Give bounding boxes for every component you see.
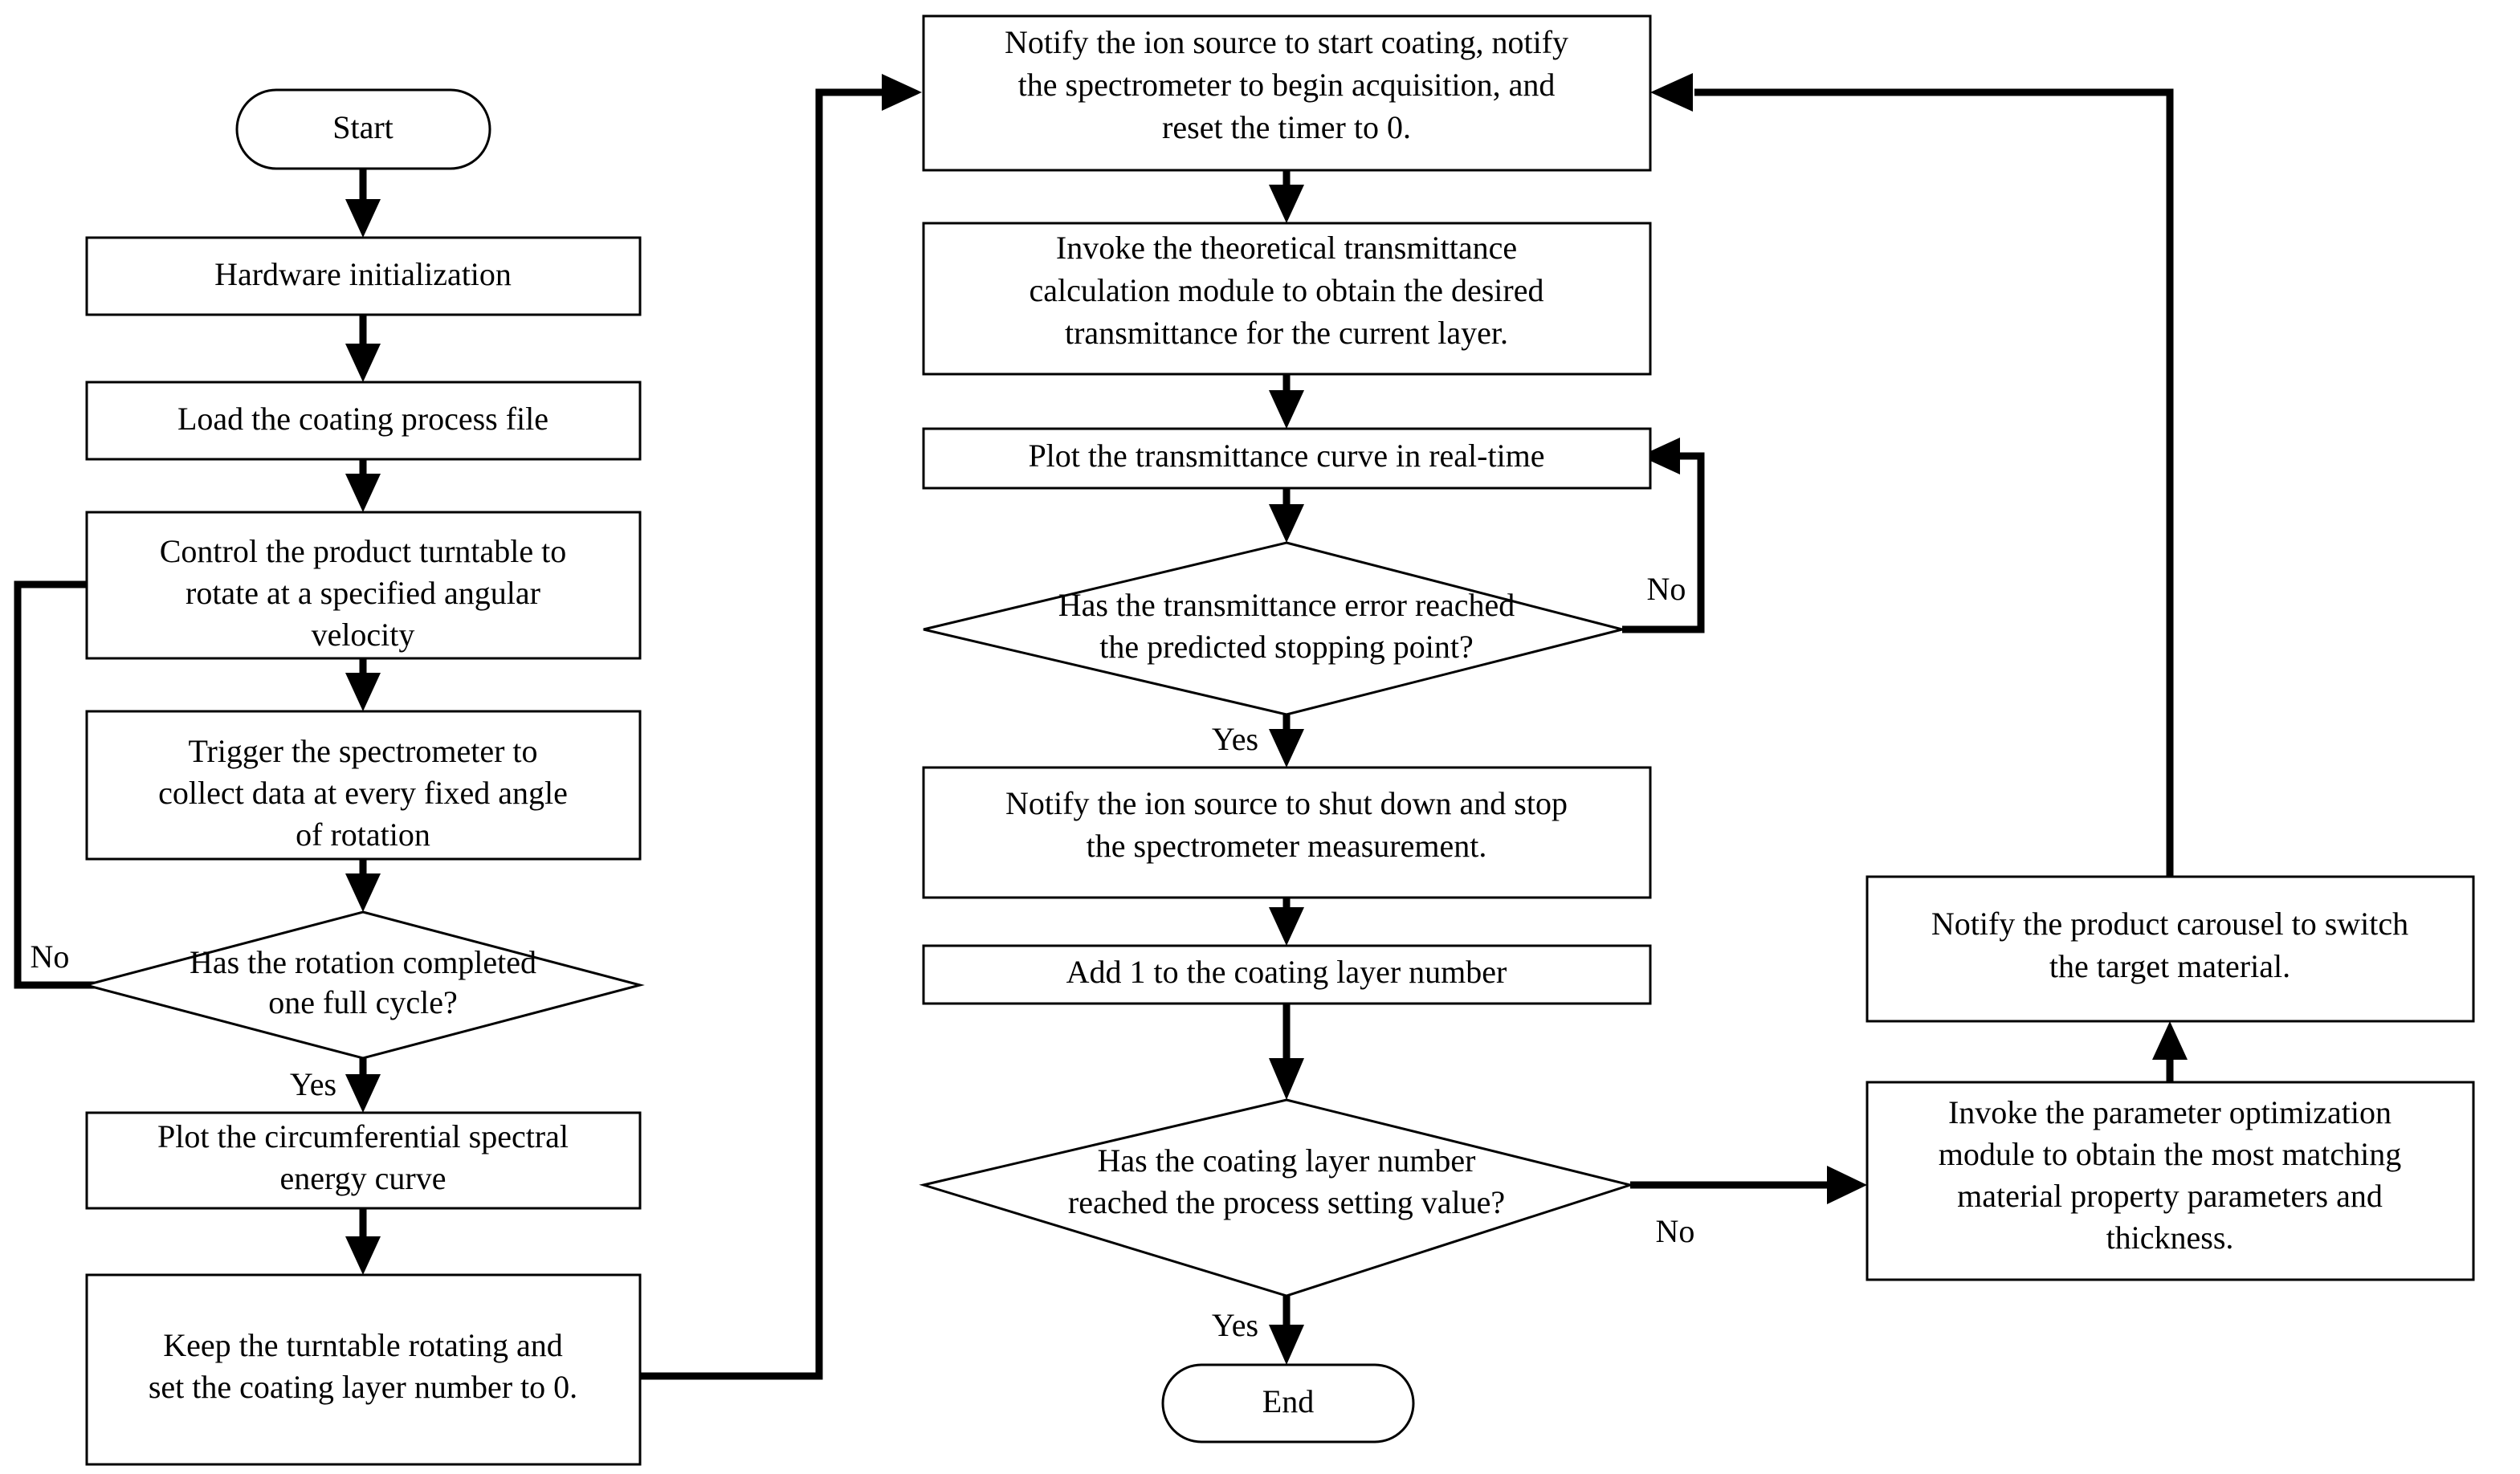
node-trigger-spectrometer-line1: Trigger the spectrometer to: [188, 733, 537, 769]
node-invoke-optimization-line4: thickness.: [2106, 1220, 2234, 1256]
node-invoke-optimization-line1: Invoke the parameter optimization: [1948, 1094, 2392, 1130]
edge-label-rotation-no: No: [31, 939, 70, 975]
edge-shutdown-to-add-layer: [1269, 898, 1304, 946]
node-error-check-line2: the predicted stopping point?: [1099, 629, 1473, 665]
node-plot-transmittance[interactable]: Plot the transmittance curve in real-tim…: [922, 427, 1652, 490]
edge-trigger-spectrometer-to-rotation-check: [345, 859, 381, 912]
edge-plot-spectral-to-keep-rotating: [345, 1208, 381, 1275]
edge-load-file-to-rotate-turntable: [345, 459, 381, 512]
edge-rotate-turntable-to-trigger-spectrometer: [345, 658, 381, 711]
node-hardware-init[interactable]: Hardware initialization: [85, 236, 642, 316]
node-load-file[interactable]: Load the coating process file: [85, 381, 642, 461]
node-plot-spectral[interactable]: Plot the circumferential spectral energy…: [85, 1111, 642, 1210]
node-trigger-spectrometer[interactable]: Trigger the spectrometer to collect data…: [85, 710, 642, 861]
edge-keep-rotating-to-notify-start-coating: [640, 74, 922, 1380]
node-plot-transmittance-label: Plot the transmittance curve in real-tim…: [1028, 438, 1544, 474]
node-error-check[interactable]: Has the transmittance error reached the …: [923, 541, 1623, 716]
node-plot-spectral-line1: Plot the circumferential spectral: [157, 1118, 569, 1154]
node-rotation-check[interactable]: Has the rotation completed one full cycl…: [81, 910, 645, 1060]
node-invoke-optimization-line2: module to obtain the most matching: [1939, 1136, 2402, 1172]
edge-layer-check-no: [1630, 1166, 1867, 1204]
node-shutdown-source[interactable]: Notify the ion source to shut down and s…: [922, 766, 1652, 899]
node-load-file-label: Load the coating process file: [177, 401, 548, 437]
node-notify-start-coating-line3: reset the timer to 0.: [1162, 109, 1411, 145]
node-invoke-transmittance[interactable]: Invoke the theoretical transmittance cal…: [922, 222, 1652, 376]
node-layer-check-line2: reached the process setting value?: [1068, 1184, 1505, 1220]
edge-label-error-no: No: [1647, 571, 1686, 607]
node-keep-rotating-line2: set the coating layer number to 0.: [149, 1369, 577, 1405]
edge-label-rotation-yes: Yes: [290, 1066, 336, 1102]
node-rotate-turntable-line1: Control the product turntable to: [160, 533, 567, 569]
node-rotate-turntable[interactable]: Control the product turntable to rotate …: [85, 511, 642, 660]
node-invoke-optimization-line3: material property parameters and: [1957, 1178, 2383, 1214]
edge-plot-transmittance-to-error-check: [1269, 488, 1304, 543]
edge-layer-check-yes: [1269, 1296, 1304, 1365]
node-error-check-line1: Has the transmittance error reached: [1058, 587, 1515, 623]
node-notify-start-coating[interactable]: Notify the ion source to start coating, …: [922, 14, 1652, 172]
node-end[interactable]: End: [1161, 1363, 1415, 1443]
edge-error-check-yes: [1269, 715, 1304, 768]
node-rotation-check-line2: one full cycle?: [268, 984, 457, 1020]
node-add-layer-label: Add 1 to the coating layer number: [1066, 954, 1507, 990]
node-layer-check-line1: Has the coating layer number: [1098, 1142, 1476, 1179]
node-add-layer[interactable]: Add 1 to the coating layer number: [922, 944, 1652, 1005]
node-rotation-check-line1: Has the rotation completed: [190, 944, 536, 980]
node-start-label: Start: [332, 109, 393, 145]
edge-label-error-yes: Yes: [1212, 721, 1258, 757]
node-keep-rotating[interactable]: Keep the turntable rotating and set the …: [85, 1273, 642, 1466]
node-notify-start-coating-line1: Notify the ion source to start coating, …: [1005, 24, 1568, 60]
node-notify-carousel[interactable]: Notify the product carousel to switch th…: [1866, 875, 2475, 1023]
edge-add-layer-to-layer-check: [1269, 1004, 1304, 1100]
edge-notify-carousel-to-notify-start-coating: [1650, 73, 2174, 877]
node-notify-carousel-line1: Notify the product carousel to switch: [1931, 906, 2408, 942]
edge-hardware-init-to-load-file: [345, 315, 381, 382]
edge-notify-start-to-invoke-transmittance: [1269, 170, 1304, 223]
edge-label-layer-yes: Yes: [1212, 1307, 1258, 1343]
node-hardware-init-label: Hardware initialization: [214, 256, 512, 292]
node-trigger-spectrometer-line3: of rotation: [296, 816, 430, 853]
node-invoke-transmittance-line3: transmittance for the current layer.: [1065, 315, 1508, 351]
edge-invoke-transmittance-to-plot-transmittance: [1269, 374, 1304, 429]
edge-rotation-check-yes: [345, 1058, 381, 1113]
node-plot-spectral-line2: energy curve: [280, 1160, 447, 1196]
node-notify-carousel-line2: the target material.: [2049, 948, 2290, 984]
edge-label-layer-no: No: [1656, 1213, 1695, 1249]
edge-invoke-optimization-to-notify-carousel: [2152, 1021, 2188, 1082]
node-keep-rotating-line1: Keep the turntable rotating and: [163, 1327, 563, 1363]
node-layer-check[interactable]: Has the coating layer number reached the…: [919, 1098, 1635, 1297]
node-notify-start-coating-line2: the spectrometer to begin acquisition, a…: [1018, 67, 1556, 103]
node-shutdown-source-line2: the spectrometer measurement.: [1087, 828, 1487, 864]
node-invoke-transmittance-line2: calculation module to obtain the desired: [1030, 272, 1544, 308]
node-invoke-optimization[interactable]: Invoke the parameter optimization module…: [1866, 1081, 2475, 1281]
node-start[interactable]: Start: [235, 88, 491, 170]
edge-start-to-hardware-init: [345, 169, 381, 238]
edge-error-check-no-loop: [1622, 438, 1705, 633]
node-trigger-spectrometer-line2: collect data at every fixed angle: [158, 775, 568, 811]
node-end-label: End: [1262, 1383, 1314, 1419]
node-invoke-transmittance-line1: Invoke the theoretical transmittance: [1056, 230, 1517, 266]
node-rotate-turntable-line3: velocity: [312, 617, 415, 653]
node-shutdown-source-line1: Notify the ion source to shut down and s…: [1005, 785, 1568, 821]
node-rotate-turntable-line2: rotate at a specified angular: [186, 575, 540, 611]
